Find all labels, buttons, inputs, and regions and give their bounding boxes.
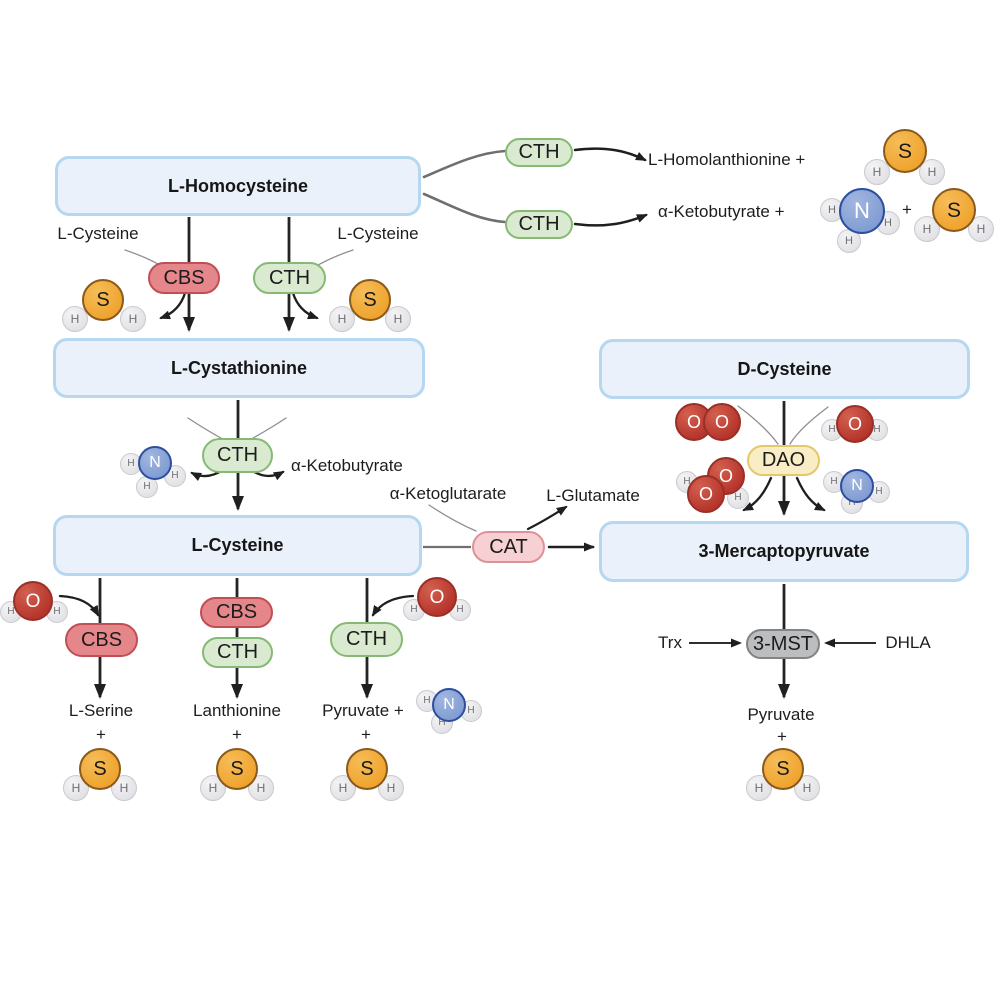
- enzyme-pill-cat: CAT: [472, 531, 545, 563]
- molecule-h2s-3mst-atom-s-icon: S: [762, 748, 804, 790]
- label-pyruvate-bottom: Pyruvate: [747, 705, 815, 724]
- pathway-box-3-mercaptopyruvate: 3-Mercaptopyruvate: [599, 521, 969, 582]
- enzyme-pill-cbs: CBS: [200, 597, 273, 628]
- molecule-h2s-left-top-atom-s-icon: S: [82, 279, 124, 321]
- molecule-h2s-homolan-atom-h-icon: H: [864, 159, 890, 185]
- molecule-h2o-cbs-left-atom-o-icon: O: [13, 581, 53, 621]
- molecule-nh3-cystathionine-atom-n-icon: N: [138, 446, 172, 480]
- molecule-h2s-right-top-atom-h-icon: H: [329, 306, 355, 332]
- pathway-box-l-cystathionine: L-Cystathionine: [53, 338, 425, 398]
- label-lcysteine-right: L-Cysteine: [337, 224, 419, 243]
- molecule-h2s-lanthionine-atom-s-icon: S: [216, 748, 258, 790]
- pathway-box-l-cysteine: L-Cysteine: [53, 515, 422, 576]
- label-lcysteine-left: L-Cysteine: [57, 224, 139, 243]
- label-homolanthionine: L-Homolanthionine +: [648, 150, 806, 169]
- label-lanthionine: Lanthionine: [193, 701, 281, 720]
- molecule-h2s-right-top-atom-h-icon: H: [385, 306, 411, 332]
- enzyme-pill-3-mst: 3-MST: [746, 629, 820, 659]
- enzyme-pill-cth: CTH: [505, 138, 573, 167]
- enzyme-pill-cth: CTH: [202, 438, 273, 473]
- molecule-h2s-pyruvate-atom-h-icon: H: [330, 775, 356, 801]
- pathway-box-d-cysteine: D-Cysteine: [599, 339, 970, 399]
- molecule-h2s-serine-atom-s-icon: S: [79, 748, 121, 790]
- molecule-h2s-homolan-atom-h-icon: H: [919, 159, 945, 185]
- molecule-h2o-dao-atom-o-icon: O: [836, 405, 874, 443]
- label-dhla: DHLA: [885, 633, 931, 652]
- label-l-serine: L-Serine: [68, 701, 134, 720]
- molecule-nh3-dao-atom-n-icon: N: [840, 469, 874, 503]
- molecule-nh3-cystathionine-atom-h-icon: H: [136, 476, 158, 498]
- label-ketobutyrate-mid: α-Ketobutyrate: [291, 456, 403, 475]
- label-plus-pyruvate: +: [361, 725, 371, 744]
- product-arrows: [526, 147, 648, 552]
- enzyme-pill-dao: DAO: [747, 445, 820, 476]
- molecule-h2s-ketobutyrate-atom-s-icon: S: [932, 188, 976, 232]
- enzyme-pill-cbs: CBS: [148, 262, 220, 294]
- label-pyruvate-left: Pyruvate +: [322, 701, 404, 720]
- molecule-h2s-left-top-atom-h-icon: H: [120, 306, 146, 332]
- molecule-h2s-ketobutyrate-atom-h-icon: H: [968, 216, 994, 242]
- pathway-box-l-homocysteine: L-Homocysteine: [55, 156, 421, 216]
- label-plus-bottom: +: [777, 727, 787, 746]
- molecule-h2s-pyruvate-atom-s-icon: S: [346, 748, 388, 790]
- label-plus-lanthionine: +: [232, 725, 242, 744]
- molecule-nh3-ketobutyrate-atom-n-icon: N: [839, 188, 885, 234]
- label-trx: Trx: [658, 633, 682, 652]
- label-ketobutyrate-top: α-Ketobutyrate +: [658, 202, 785, 221]
- molecule-h2o-cth-right-atom-o-icon: O: [417, 577, 457, 617]
- molecule-h2s-left-top-atom-h-icon: H: [62, 306, 88, 332]
- molecule-h2o2-dao-atom-o-icon: O: [687, 475, 725, 513]
- enzyme-pill-cbs: CBS: [65, 623, 138, 657]
- homocysteine-cth-connectors: [422, 149, 507, 224]
- molecule-h2s-homolan-atom-s-icon: S: [883, 129, 927, 173]
- enzyme-pill-cth: CTH: [330, 622, 403, 657]
- enzyme-pill-cth: CTH: [505, 210, 573, 239]
- molecule-h2s-serine-atom-h-icon: H: [111, 775, 137, 801]
- label-ketoglutarate: α-Ketoglutarate: [389, 484, 507, 503]
- molecule-h2s-right-top-atom-s-icon: S: [349, 279, 391, 321]
- enzyme-pill-cth: CTH: [253, 262, 326, 294]
- byproduct-arrows: [58, 291, 826, 617]
- label-plus-serine: +: [96, 725, 106, 744]
- molecule-nh3-pyruvate-atom-n-icon: N: [432, 688, 466, 722]
- label-plus-topright: +: [902, 200, 912, 219]
- label-l-glutamate: L-Glutamate: [546, 486, 640, 505]
- molecule-o2-dao-atom-o-icon: O: [703, 403, 741, 441]
- enzyme-pill-cth: CTH: [202, 637, 273, 668]
- molecule-h2s-pyruvate-atom-h-icon: H: [378, 775, 404, 801]
